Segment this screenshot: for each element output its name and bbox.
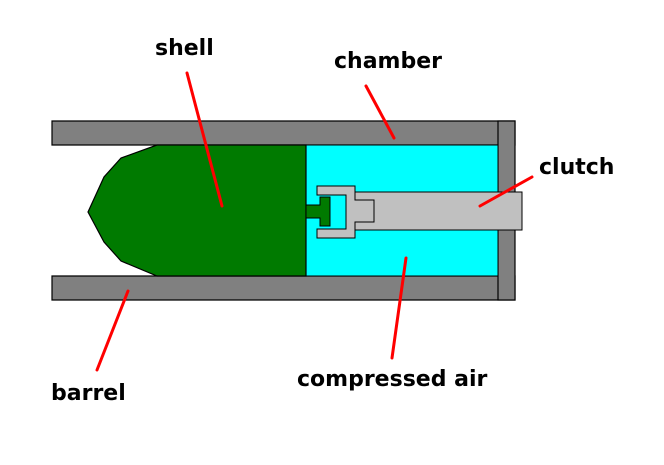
compressed-air-label: compressed air	[297, 367, 488, 392]
clutch-label: clutch	[539, 155, 615, 180]
clutch-leader-line	[478, 175, 534, 208]
barrel-label: barrel	[51, 381, 126, 406]
barrel-upper-wall	[51, 120, 516, 146]
clutch-socket	[316, 185, 375, 239]
shell-label: shell	[155, 36, 214, 61]
chamber-leader-line	[364, 84, 396, 140]
shell-tail-knob	[305, 196, 331, 227]
barrel-lower-wall	[51, 275, 516, 301]
chamber-label: chamber	[334, 49, 442, 74]
barrel-leader-line	[95, 289, 130, 372]
compressed-air-leader-line	[390, 256, 408, 360]
shell-leader-line	[185, 71, 224, 208]
leader-lines	[95, 71, 534, 372]
shell-body	[87, 144, 307, 277]
